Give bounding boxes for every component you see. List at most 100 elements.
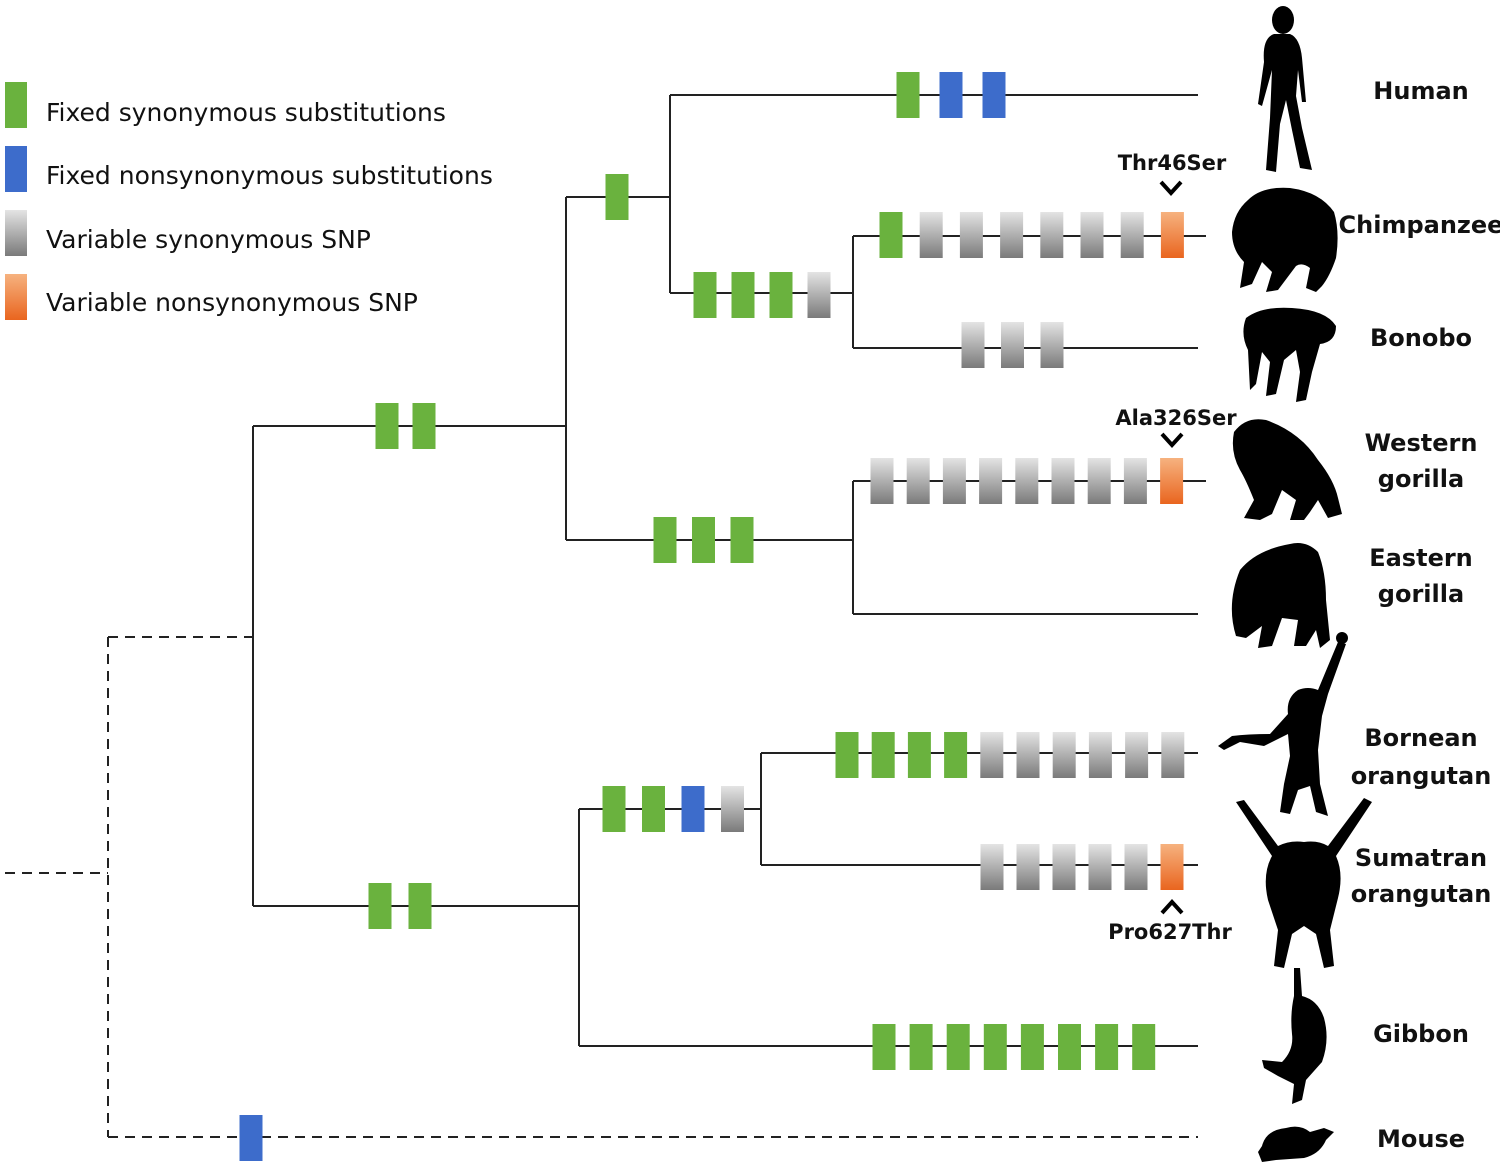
- mark-asian-apes-1-fixed-syn: [368, 883, 392, 929]
- mark-sumatran-orangutan-5-var-syn: [1124, 844, 1148, 890]
- mark-bornean-orangutan-2-fixed-syn: [871, 732, 895, 778]
- species-label-human: Human: [1373, 77, 1468, 105]
- mark-western-gorilla-1-var-syn: [870, 458, 894, 504]
- mark-western-gorilla-8-var-syn: [1123, 458, 1147, 504]
- mark-asian-apes-2-fixed-syn: [408, 883, 432, 929]
- mark-chimpanzee-8-var-nonsyn: [1160, 212, 1184, 258]
- species-silhouettes: [1218, 6, 1372, 1162]
- mark-african-apes-2-fixed-syn: [412, 403, 436, 449]
- mark-western-gorilla-3-var-syn: [942, 458, 966, 504]
- mark-chimp-bonobo-2-fixed-syn: [731, 272, 755, 318]
- mark-human-2-fixed-nonsyn: [939, 72, 963, 118]
- mark-gibbon-7-fixed-syn: [1095, 1024, 1119, 1070]
- mark-chimpanzee-1-fixed-syn: [879, 212, 903, 258]
- sumatran-orangutan-silhouette-icon: [1236, 798, 1372, 968]
- chevron-up-icon: [1160, 899, 1184, 915]
- human-silhouette-icon: [1258, 6, 1312, 172]
- mark-orangutan-2-fixed-syn: [642, 786, 665, 832]
- mark-bornean-orangutan-8-var-syn: [1088, 732, 1112, 778]
- legend-swatch-var-nonsyn: [5, 274, 27, 320]
- species-labels: Human Chimpanzee Bonobo Western gorilla …: [1339, 77, 1500, 1153]
- mark-gibbon-4-fixed-syn: [983, 1024, 1007, 1070]
- legend-swatch-fixed-syn: [5, 82, 27, 128]
- mark-bonobo-1-var-syn: [961, 322, 985, 368]
- mark-bonobo-2-var-syn: [1001, 322, 1024, 368]
- mark-bornean-orangutan-3-fixed-syn: [907, 732, 931, 778]
- species-label-gibbon: Gibbon: [1373, 1020, 1469, 1048]
- mark-western-gorilla-7-var-syn: [1087, 458, 1111, 504]
- mark-western-gorilla-6-var-syn: [1051, 458, 1075, 504]
- species-label-eastern-gorilla-line1: Eastern: [1369, 544, 1473, 572]
- gibbon-silhouette-icon: [1262, 968, 1327, 1104]
- species-label-sumatran-orangutan-line1: Sumatran: [1355, 844, 1487, 872]
- mark-gorilla-2-fixed-syn: [692, 517, 715, 563]
- mark-western-gorilla-5-var-syn: [1015, 458, 1039, 504]
- legend-label-var-nonsyn: Variable nonsynonymous SNP: [46, 288, 418, 317]
- chevron-down-icon: [1160, 432, 1184, 448]
- mark-mouse-1-fixed-nonsyn: [239, 1115, 263, 1161]
- mark-gibbon-1-fixed-syn: [872, 1024, 896, 1070]
- chimpanzee-silhouette-icon: [1232, 187, 1338, 292]
- mark-bornean-orangutan-10-var-syn: [1161, 732, 1185, 778]
- mark-bornean-orangutan-1-fixed-syn: [835, 732, 859, 778]
- mark-sumatran-orangutan-6-var-nonsyn: [1160, 844, 1184, 890]
- mark-chimp-bonobo-4-var-syn: [807, 272, 831, 318]
- mark-gorilla-3-fixed-syn: [730, 517, 754, 563]
- legend-swatch-fixed-nonsyn: [5, 146, 27, 192]
- substitution-marks: [239, 72, 1185, 1161]
- mark-chimpanzee-5-var-syn: [1040, 212, 1064, 258]
- mark-gibbon-5-fixed-syn: [1020, 1024, 1044, 1070]
- species-label-mouse: Mouse: [1377, 1125, 1465, 1153]
- mutation-label-ala326ser: Ala326Ser: [1115, 406, 1237, 430]
- species-label-sumatran-orangutan-line2: orangutan: [1351, 880, 1492, 908]
- mark-human-1-fixed-syn: [896, 72, 920, 118]
- mark-chimpanzee-6-var-syn: [1080, 212, 1104, 258]
- legend: Fixed synonymous substitutions Fixed non…: [5, 82, 493, 320]
- mark-chimpanzee-2-var-syn: [919, 212, 943, 258]
- mark-chimpanzee-7-var-syn: [1120, 212, 1144, 258]
- mark-gibbon-8-fixed-syn: [1132, 1024, 1156, 1070]
- mark-bornean-orangutan-9-var-syn: [1125, 732, 1149, 778]
- mark-gibbon-6-fixed-syn: [1058, 1024, 1081, 1070]
- mark-orangutan-1-fixed-syn: [602, 786, 626, 832]
- mark-bornean-orangutan-4-fixed-syn: [944, 732, 968, 778]
- eastern-gorilla-silhouette-icon: [1231, 543, 1330, 648]
- mark-bornean-orangutan-7-var-syn: [1052, 732, 1076, 778]
- mark-gibbon-3-fixed-syn: [946, 1024, 970, 1070]
- mark-western-gorilla-4-var-syn: [979, 458, 1003, 504]
- species-label-bornean-orangutan-line1: Bornean: [1364, 724, 1477, 752]
- mark-western-gorilla-2-var-syn: [906, 458, 930, 504]
- species-label-bonobo: Bonobo: [1370, 324, 1472, 352]
- legend-swatch-var-syn: [5, 210, 27, 256]
- mark-bonobo-3-var-syn: [1040, 322, 1064, 368]
- mark-human-3-fixed-nonsyn: [982, 72, 1006, 118]
- mouse-silhouette-icon: [1258, 1126, 1334, 1162]
- mark-sumatran-orangutan-1-var-syn: [980, 844, 1004, 890]
- legend-label-fixed-nonsyn: Fixed nonsynonymous substitutions: [46, 161, 493, 190]
- legend-label-fixed-syn: Fixed synonymous substitutions: [46, 98, 446, 127]
- mark-gibbon-2-fixed-syn: [909, 1024, 933, 1070]
- mark-bornean-orangutan-6-var-syn: [1016, 732, 1040, 778]
- mutation-callouts: Thr46Ser Ala326Ser Pro627Thr: [1108, 151, 1237, 944]
- mark-chimpanzee-3-var-syn: [959, 212, 983, 258]
- mutation-label-pro627thr: Pro627Thr: [1108, 920, 1232, 944]
- bonobo-silhouette-icon: [1243, 307, 1336, 402]
- legend-label-var-syn: Variable synonymous SNP: [46, 225, 371, 254]
- mark-sumatran-orangutan-3-var-syn: [1052, 844, 1076, 890]
- mark-chimpanzee-4-var-syn: [1000, 212, 1024, 258]
- species-label-chimpanzee: Chimpanzee: [1339, 211, 1500, 239]
- mark-chimp-bonobo-1-fixed-syn: [693, 272, 717, 318]
- mutation-label-thr46ser: Thr46Ser: [1118, 151, 1227, 175]
- mark-african-apes-1-fixed-syn: [375, 403, 399, 449]
- western-gorilla-silhouette-icon: [1232, 419, 1342, 520]
- bornean-orangutan-silhouette-icon: [1218, 632, 1348, 816]
- mark-sumatran-orangutan-4-var-syn: [1088, 844, 1112, 890]
- species-label-western-gorilla-line2: gorilla: [1378, 465, 1464, 493]
- mark-orangutan-4-var-syn: [721, 786, 744, 832]
- mark-chimp-bonobo-3-fixed-syn: [769, 272, 793, 318]
- species-label-western-gorilla-line1: Western: [1365, 429, 1478, 457]
- mark-orangutan-3-fixed-nonsyn: [681, 786, 705, 832]
- mark-sumatran-orangutan-2-var-syn: [1016, 844, 1040, 890]
- mark-gorilla-1-fixed-syn: [653, 517, 677, 563]
